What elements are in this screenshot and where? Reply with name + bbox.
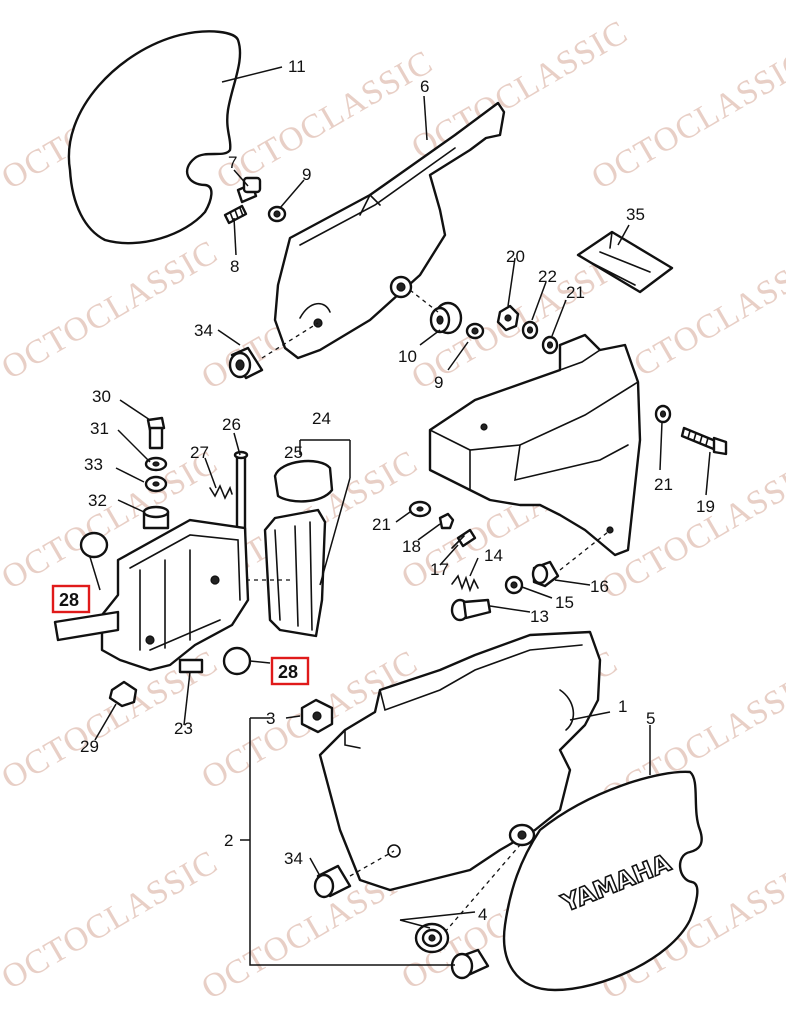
part-19-bolt [680,426,728,456]
part-3-nut [300,698,334,734]
part-25-cap [273,459,334,503]
callout-10: 10 [398,347,417,366]
callout-20: 20 [506,247,525,266]
callout-21-right: 21 [654,475,673,494]
callout-9-upper: 9 [302,165,311,184]
part-29-nut [108,680,138,708]
part-34-grommet-lower [313,864,352,899]
callout-33: 33 [84,455,103,474]
part-4-grommet [414,922,450,954]
callout-5: 5 [646,709,655,728]
part-10-damper [429,301,463,335]
part-1-side-cover [318,630,602,892]
fastener-bolt [450,948,490,980]
callout-7: 7 [228,153,237,172]
part-14-spring [451,574,479,593]
callout-3: 3 [266,709,275,728]
part-9-washer-upper [267,205,287,223]
part-34-grommet-upper [228,346,264,380]
part-8-screw [223,204,248,225]
callout-13: 13 [530,607,549,626]
parts-30-33-bolt-stack [142,416,170,530]
part-15-washer [504,575,524,595]
callout-18: 18 [402,537,421,556]
callout-26: 26 [222,415,241,434]
callout-9-lower: 9 [434,373,443,392]
callout-28-left: 28 [59,590,79,610]
callout-1: 1 [618,697,627,716]
highlight-28-right: 28 [270,656,310,686]
callout-4: 4 [478,905,487,924]
part-18-nut [438,512,455,530]
part-35-pad [576,230,674,294]
part-21-washer-top [541,335,559,355]
callout-30: 30 [92,387,111,406]
part-13-pin [450,598,492,622]
part-17-screw [451,528,477,549]
callout-34-upper: 34 [194,321,213,340]
callout-14: 14 [484,546,503,565]
part-21-washer-right [654,404,672,424]
callout-11: 11 [288,57,306,76]
part-21-washer-mid [408,500,432,518]
leader-24 [299,439,351,586]
part-27-spring [209,484,233,500]
callout-35: 35 [626,205,645,224]
callout-34-lower: 34 [284,849,303,868]
part-20-nut [496,304,520,332]
callout-28-right: 28 [278,662,298,682]
watermark: OCTOCLASSIC [0,844,224,997]
part-11-emblem [67,30,242,245]
watermark: OCTOCLASSIC [406,14,635,167]
leader-lines [89,66,711,966]
callout-6: 6 [420,77,429,96]
callout-15: 15 [555,593,574,612]
callout-8: 8 [230,257,239,276]
part-7-bolt [236,176,262,204]
callout-numbers: 1 2 3 4 5 6 7 8 9 9 10 11 13 14 15 16 17… [80,57,715,924]
watermark: OCTOCLASSIC [586,44,786,197]
callout-22: 22 [538,267,557,286]
callout-16: 16 [590,577,609,596]
part-5-yamaha-emblem [502,770,703,992]
battery-holder-frame [53,518,250,674]
callout-21-top: 21 [566,283,585,302]
callout-32: 32 [88,491,107,510]
callout-23: 23 [174,719,193,738]
part-24-battery-box [263,508,327,638]
callout-24: 24 [312,409,331,428]
battery-box-bracket [428,333,642,557]
part-9-washer-lower [465,322,485,340]
callout-17: 17 [430,560,449,579]
callout-25: 25 [284,443,303,462]
watermark: OCTOCLASSIC [0,234,224,387]
highlight-28-left: 28 [51,584,91,614]
callout-21-mid: 21 [372,515,391,534]
callout-2: 2 [224,831,233,850]
callout-19: 19 [696,497,715,516]
callout-31: 31 [90,419,109,438]
highlight-box [270,656,310,686]
callout-27: 27 [190,443,209,462]
callout-29: 29 [80,737,99,756]
part-6-upper-side-cover [273,101,506,360]
part-28-cap-right [222,646,252,676]
part-16-damper [531,560,560,588]
part-22-washer [521,320,539,340]
part-28-cap-left [79,531,109,559]
highlight-box [51,584,91,614]
